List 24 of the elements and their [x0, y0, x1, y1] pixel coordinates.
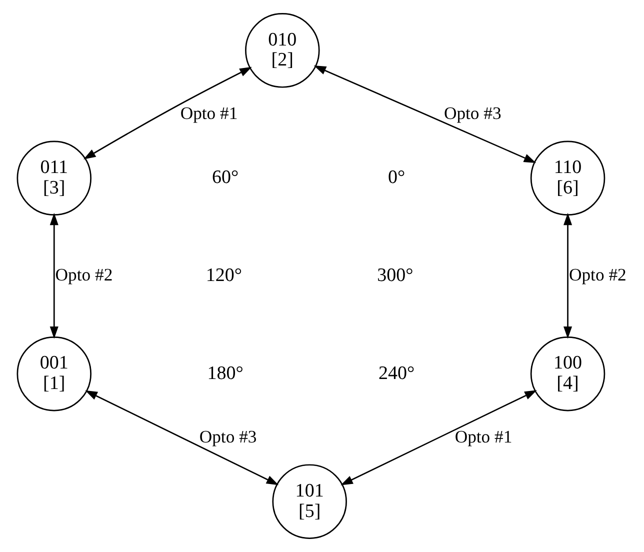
arrow [340, 390, 536, 486]
label: 300° [376, 265, 413, 286]
edge-label: Opto #1 [180, 102, 238, 123]
label: 240° [378, 362, 414, 384]
label: 120° [205, 265, 242, 286]
node-circle: 101 [5] [272, 464, 346, 539]
edge-label: Opto #3 [198, 426, 256, 446]
node-circle: 100 [4] [530, 336, 605, 412]
node-circle: 001 [1] [16, 336, 91, 412]
arrow [84, 390, 278, 486]
arrow [562, 212, 572, 339]
node-circle: 011 [3] [16, 140, 91, 216]
node-circle: 110 [6] [530, 140, 605, 216]
edge-label: Opto #3 [443, 102, 501, 123]
edge-label: Opto #2 [568, 264, 626, 285]
arrow [49, 212, 58, 339]
edge-label: Opto #1 [454, 426, 512, 446]
node-circle: 010 [2] [244, 13, 320, 88]
arrow [313, 66, 536, 163]
label: 60° [212, 167, 238, 188]
label: 0° [387, 167, 405, 188]
arrow [82, 66, 252, 160]
label: 180° [206, 362, 243, 384]
edge-label: Opto #2 [54, 264, 112, 285]
